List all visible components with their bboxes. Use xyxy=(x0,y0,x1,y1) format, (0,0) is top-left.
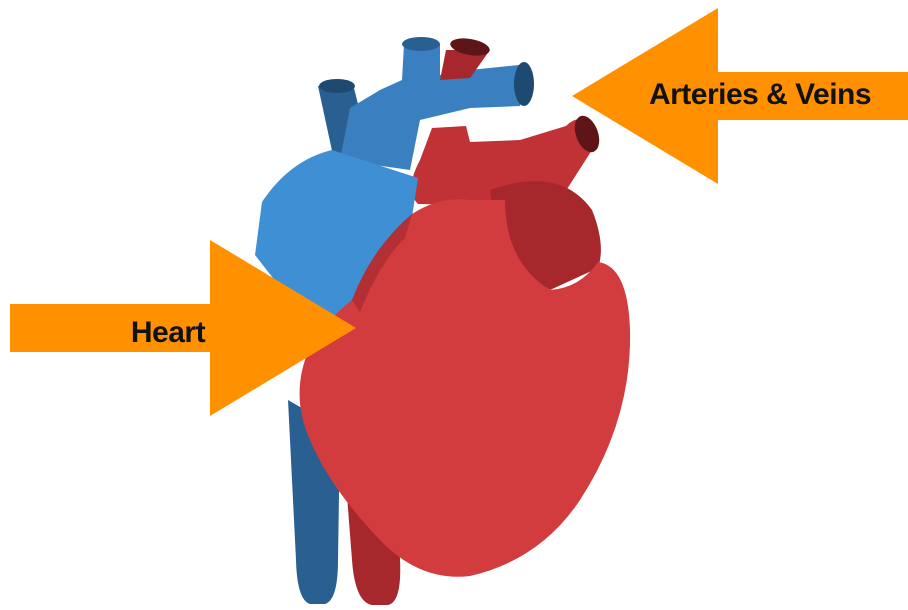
arteries-veins-label: Arteries & Veins xyxy=(649,78,871,111)
heart-label: Heart xyxy=(131,316,206,349)
arteries-veins-arrow: Arteries & Veins xyxy=(572,8,908,184)
